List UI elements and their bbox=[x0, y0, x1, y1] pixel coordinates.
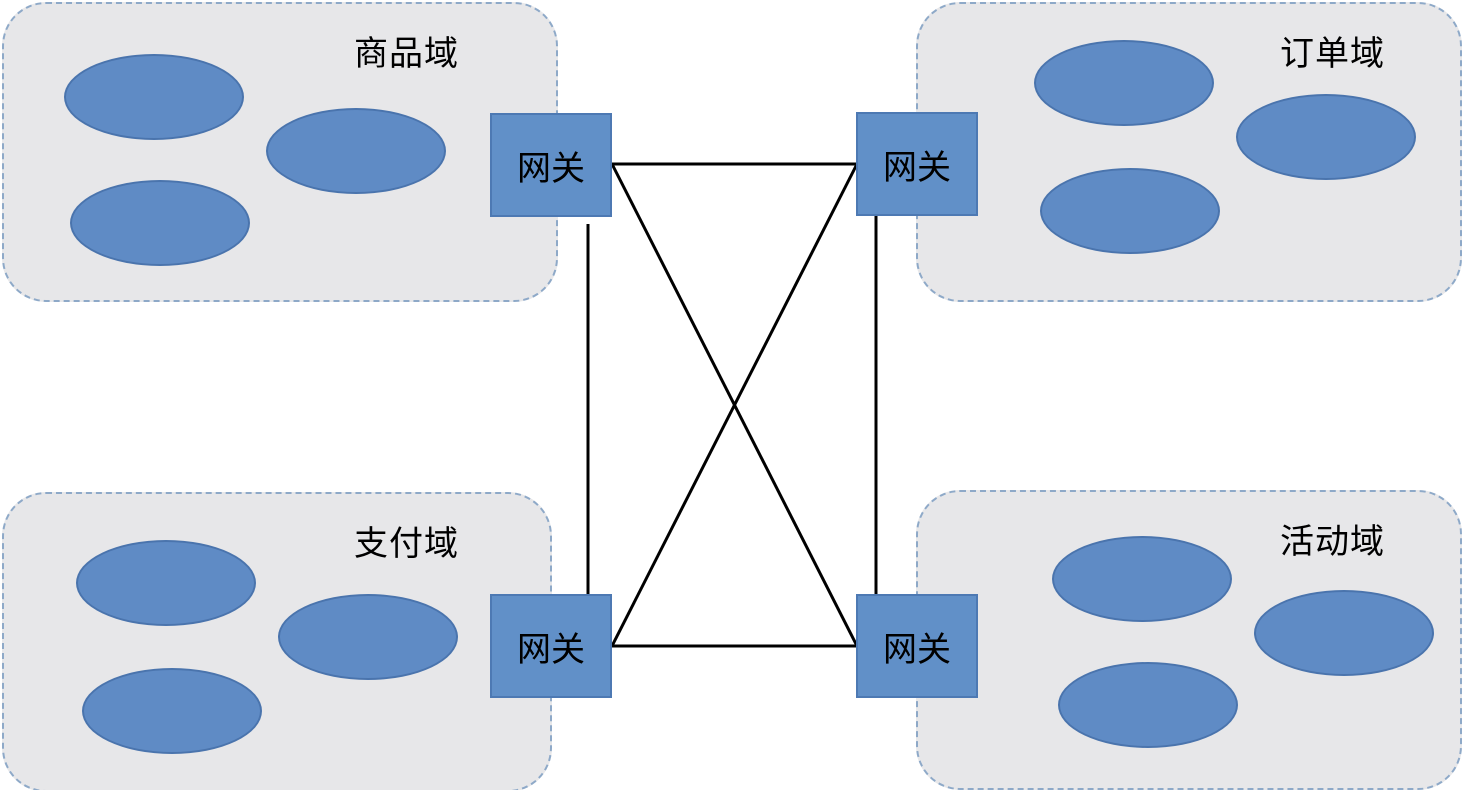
product-service-1 bbox=[64, 54, 244, 140]
order-domain: 订单域 bbox=[916, 2, 1462, 302]
product-gateway: 网关 bbox=[490, 113, 612, 217]
activity-service-1 bbox=[1052, 536, 1232, 622]
link-order-payment bbox=[610, 163, 859, 647]
order-service-3 bbox=[1040, 168, 1220, 254]
payment-gateway: 网关 bbox=[490, 594, 612, 698]
product-domain-title: 商品域 bbox=[354, 34, 459, 74]
payment-service-2 bbox=[278, 594, 458, 680]
order-service-1 bbox=[1034, 40, 1214, 126]
product-service-3 bbox=[70, 180, 250, 266]
activity-service-2 bbox=[1254, 590, 1434, 676]
order-gateway: 网关 bbox=[856, 112, 978, 216]
activity-gateway: 网关 bbox=[856, 594, 978, 698]
order-domain-title: 订单域 bbox=[1280, 34, 1385, 74]
payment-domain-title: 支付域 bbox=[354, 524, 459, 564]
order-service-2 bbox=[1236, 94, 1416, 180]
payment-service-1 bbox=[76, 540, 256, 626]
activity-domain-title: 活动域 bbox=[1280, 522, 1385, 562]
activity-service-3 bbox=[1058, 662, 1238, 748]
product-service-2 bbox=[266, 108, 446, 194]
product-domain: 商品域 bbox=[2, 2, 558, 302]
activity-domain: 活动域 bbox=[916, 490, 1462, 790]
payment-domain: 支付域 bbox=[2, 492, 552, 790]
payment-service-3 bbox=[82, 668, 262, 754]
